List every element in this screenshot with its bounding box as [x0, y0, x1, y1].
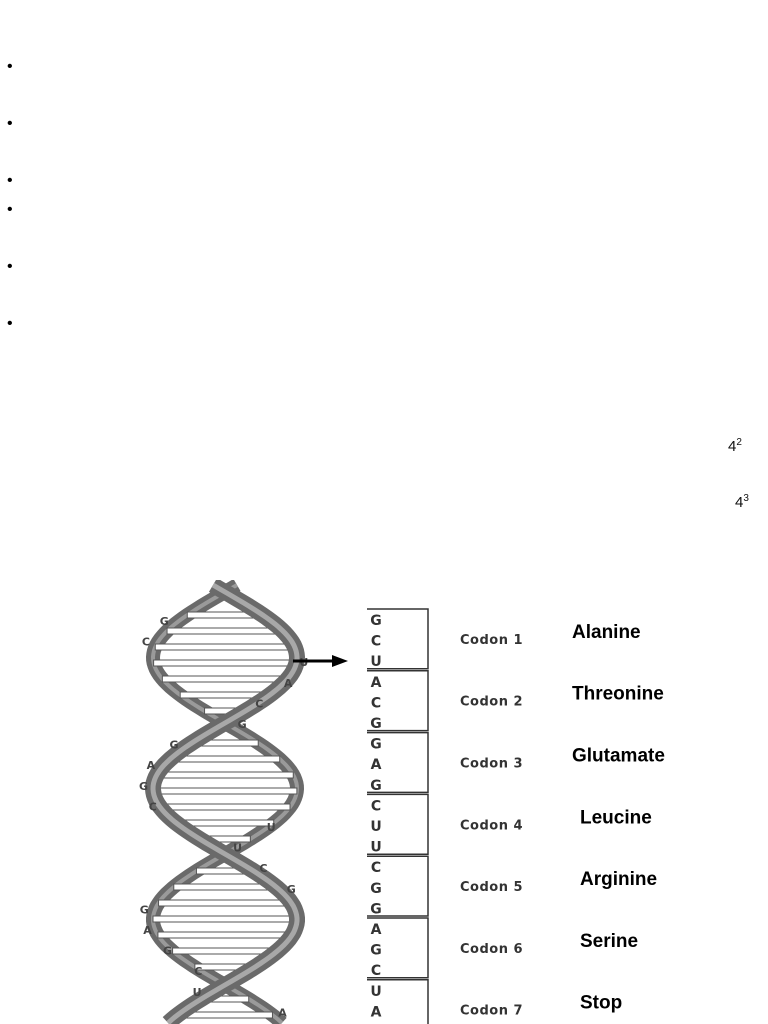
- helix-back-strand: [145, 580, 305, 1024]
- sequence-base-letter: G: [370, 943, 382, 959]
- sequence-base-letter: G: [370, 613, 382, 629]
- amino-acid-label: Threonine: [572, 684, 664, 705]
- codon-label: Codon 6: [460, 942, 523, 957]
- helix-base-letter: G: [163, 945, 172, 958]
- base-pair-rung: [158, 899, 292, 907]
- helix-base-letter: C: [259, 862, 267, 875]
- power-base: 4: [728, 438, 737, 455]
- helix-base-letter: G: [140, 903, 149, 916]
- amino-acid-label: Alanine: [572, 622, 641, 643]
- base-pair-rung: [153, 659, 297, 667]
- sequence-base-letter: U: [370, 654, 381, 670]
- sequence-base-letter: A: [371, 922, 382, 938]
- power-base: 4: [735, 494, 744, 511]
- codon-label: Codon 1: [460, 633, 523, 648]
- sequence-base-letter: G: [370, 881, 382, 897]
- codon-bracket: [367, 670, 429, 732]
- codon-brackets: [367, 608, 429, 1024]
- amino-acid-label: Leucine: [580, 807, 652, 828]
- helix-base-letter: U: [233, 842, 242, 855]
- power-exponent: 2: [736, 437, 742, 448]
- base-pair-rung: [152, 787, 298, 795]
- base-pair-rung: [152, 915, 298, 923]
- sequence-base-letter: U: [370, 984, 381, 1000]
- base-pair-rung: [159, 803, 291, 811]
- codon-label: Codon 4: [460, 818, 523, 833]
- sequence-base-letter: C: [371, 860, 381, 876]
- codon-bracket: [367, 855, 429, 917]
- base-pair-rung: [154, 643, 296, 651]
- codon-bracket: [367, 793, 429, 855]
- sequence-base-letter: C: [371, 963, 381, 979]
- base-pair-rung: [156, 771, 294, 779]
- sequence-base-letter: A: [371, 1004, 382, 1020]
- codon-bracket: [367, 731, 429, 794]
- helix-base-pairs: [152, 611, 298, 1019]
- bullet-1: •: [7, 58, 13, 75]
- amino-acid-label: Stop: [580, 993, 622, 1014]
- sequence-base-letter: U: [370, 840, 381, 856]
- sequence-base-letter: C: [371, 798, 381, 814]
- base-pair-rung: [161, 675, 289, 683]
- helix-base-letter: C: [142, 636, 150, 649]
- sequence-base-letter: G: [370, 737, 382, 753]
- power-4-cubed: 43: [735, 493, 749, 512]
- bullet-6: •: [7, 315, 13, 332]
- amino-acid-label: Arginine: [580, 869, 657, 890]
- helix-base-letter: U: [299, 656, 308, 669]
- base-pair-rung: [157, 931, 293, 939]
- codon-label: Codon 7: [460, 1004, 523, 1019]
- bullet-3: •: [7, 172, 13, 189]
- codon-label: Codon 5: [460, 880, 523, 895]
- helix-base-letter: G: [238, 718, 247, 731]
- sequence-base-letter: C: [371, 695, 381, 711]
- power-4-squared: 42: [728, 437, 742, 456]
- helix-base-letter: A: [143, 924, 152, 937]
- helix-base-letter: G: [170, 739, 179, 752]
- codon-bracket: [367, 917, 429, 979]
- sequence-base-letter: G: [370, 778, 382, 794]
- bullet-5: •: [7, 258, 13, 275]
- helix-base-letter: C: [255, 697, 263, 710]
- helix-base-letter: C: [194, 965, 202, 978]
- base-pair-rung: [166, 627, 284, 635]
- helix-strand-back-highlight: [150, 583, 300, 1024]
- base-pair-rung: [169, 755, 281, 763]
- bullet-4: •: [7, 201, 13, 218]
- sequence-base-letter: G: [370, 716, 382, 732]
- sequence-base-letter: C: [371, 634, 381, 650]
- sequence-base-letter: G: [370, 901, 382, 917]
- helix-base-letter: C: [149, 800, 157, 813]
- codon-label: Codon 3: [460, 757, 523, 772]
- codon-label: Codon 2: [460, 695, 523, 710]
- helix-base-letter: A: [147, 759, 156, 772]
- sequence-base-letter: A: [371, 757, 382, 773]
- codon-bracket: [367, 979, 429, 1024]
- sequence-base-letter: U: [370, 819, 381, 835]
- helix-base-letter: G: [139, 780, 148, 793]
- helix-front-strand: [144, 580, 306, 1024]
- amino-acid-label: Serine: [580, 931, 638, 952]
- helix-base-letter: A: [278, 1006, 287, 1019]
- helix-base-letter: U: [267, 821, 276, 834]
- helix-base-letter: U: [193, 986, 202, 999]
- bullet-2: •: [7, 115, 13, 132]
- helix-strand-front-highlight: [150, 582, 300, 1024]
- amino-acid-label: Glutamate: [572, 746, 665, 767]
- arrow-icon: [293, 655, 348, 667]
- sequence-base-letter: A: [371, 675, 382, 691]
- helix-base-letter: A: [284, 677, 293, 690]
- helix-base-letter: G: [160, 615, 169, 628]
- helix-base-letter: G: [287, 883, 296, 896]
- codon-bracket: [367, 608, 429, 670]
- power-exponent: 3: [743, 493, 749, 504]
